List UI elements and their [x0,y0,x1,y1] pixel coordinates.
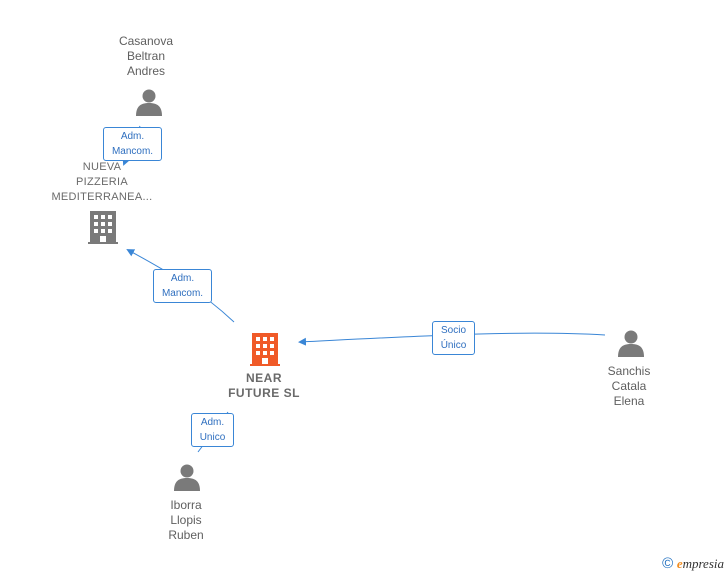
building-icon [250,333,280,366]
node-label-iborra[interactable]: Iborra Llopis Ruben [168,498,204,542]
brand-logo: empresia [676,556,724,571]
footer-brand: © empresia [662,555,724,572]
edge-label-iborra-near: Adm. Unico [191,413,234,447]
node-label-near-future[interactable]: NEAR FUTURE SL [228,371,300,400]
building-icon [88,211,118,244]
edge-label-near-nueva: Adm. Mancom. [153,269,212,303]
edge-label-sanchis-near: Socio Único [432,321,475,355]
edge-label-casanova-nueva: Adm. Mancom. [103,127,162,161]
node-label-sanchis[interactable]: Sanchis Catala Elena [607,364,651,408]
person-icon [618,330,644,357]
node-label-casanova[interactable]: Casanova Beltran Andres [118,34,174,78]
copyright-icon: © [662,555,674,572]
node-label-nueva-pizzeria[interactable]: NUEVA PIZZERIA MEDITERRANEA... [51,161,153,203]
person-icon [136,89,162,116]
person-icon [174,464,200,491]
